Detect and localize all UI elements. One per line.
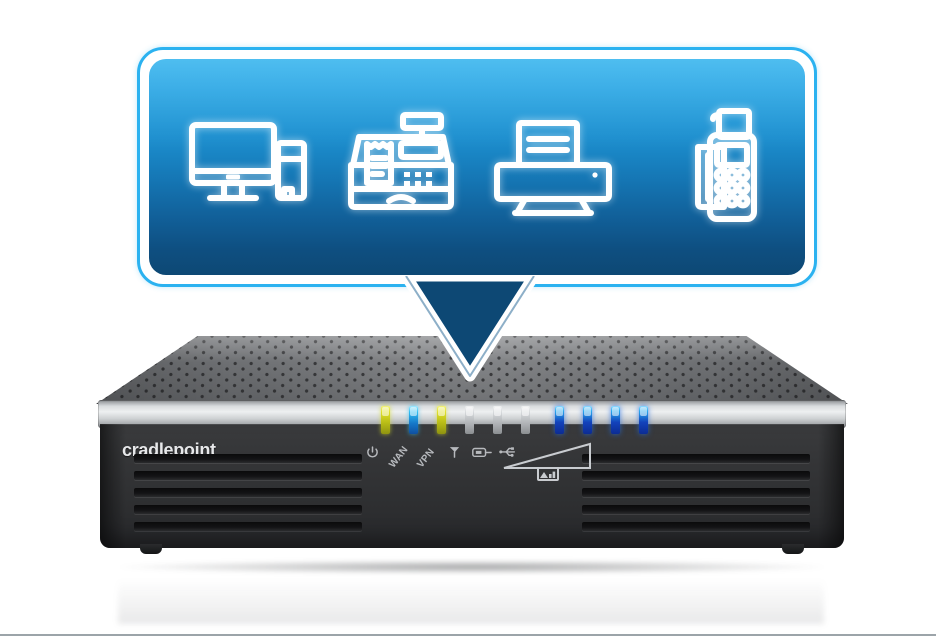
vpn-label: VPN [415,447,437,474]
vent-slot [582,471,810,480]
usb-icon [499,446,517,458]
led-power [381,406,390,434]
router-foot-left [140,544,162,554]
vent-slot [134,505,362,514]
wan-text: WAN [387,444,411,471]
router-reflection [118,566,824,624]
vent-slot [582,505,810,514]
led-wan [409,406,418,434]
vent-slot [582,454,810,463]
led-wifi [465,406,474,434]
connected-devices-callout [137,47,817,287]
router-vent-left [134,454,362,538]
router-vent-right [582,454,810,538]
desktop-computer-icon [184,103,312,231]
router-led-label-row: WAN VPN [366,442,596,488]
device-icon-row [146,56,808,278]
bottom-divider [0,634,936,636]
wan-label: WAN [387,445,412,474]
signal-strength-icon [502,440,594,487]
vpn-text: VPN [415,446,437,471]
led-ethernet [493,406,502,434]
callout-tail-pointer [400,276,540,382]
ethernet-icon [472,447,492,458]
vent-slot [134,471,362,480]
router-ground-shadow [120,560,824,574]
router-front-face: cradlepoint [100,424,844,548]
vent-slot [134,454,362,463]
led-signal-4 [639,406,648,434]
vent-slot [134,488,362,497]
cash-register-icon [337,103,465,231]
vent-slot [134,522,362,531]
antenna-icon [448,445,461,459]
router-led-strip [96,400,848,434]
card-reader-icon [642,103,770,231]
led-vpn [437,406,446,434]
printer-icon [489,103,617,231]
vent-slot [582,522,810,531]
led-signal-1 [555,406,564,434]
led-signal-2 [583,406,592,434]
vent-slot [582,488,810,497]
led-usb [521,406,530,434]
router-foot-right [782,544,804,554]
led-signal-3 [611,406,620,434]
power-icon [366,446,379,459]
